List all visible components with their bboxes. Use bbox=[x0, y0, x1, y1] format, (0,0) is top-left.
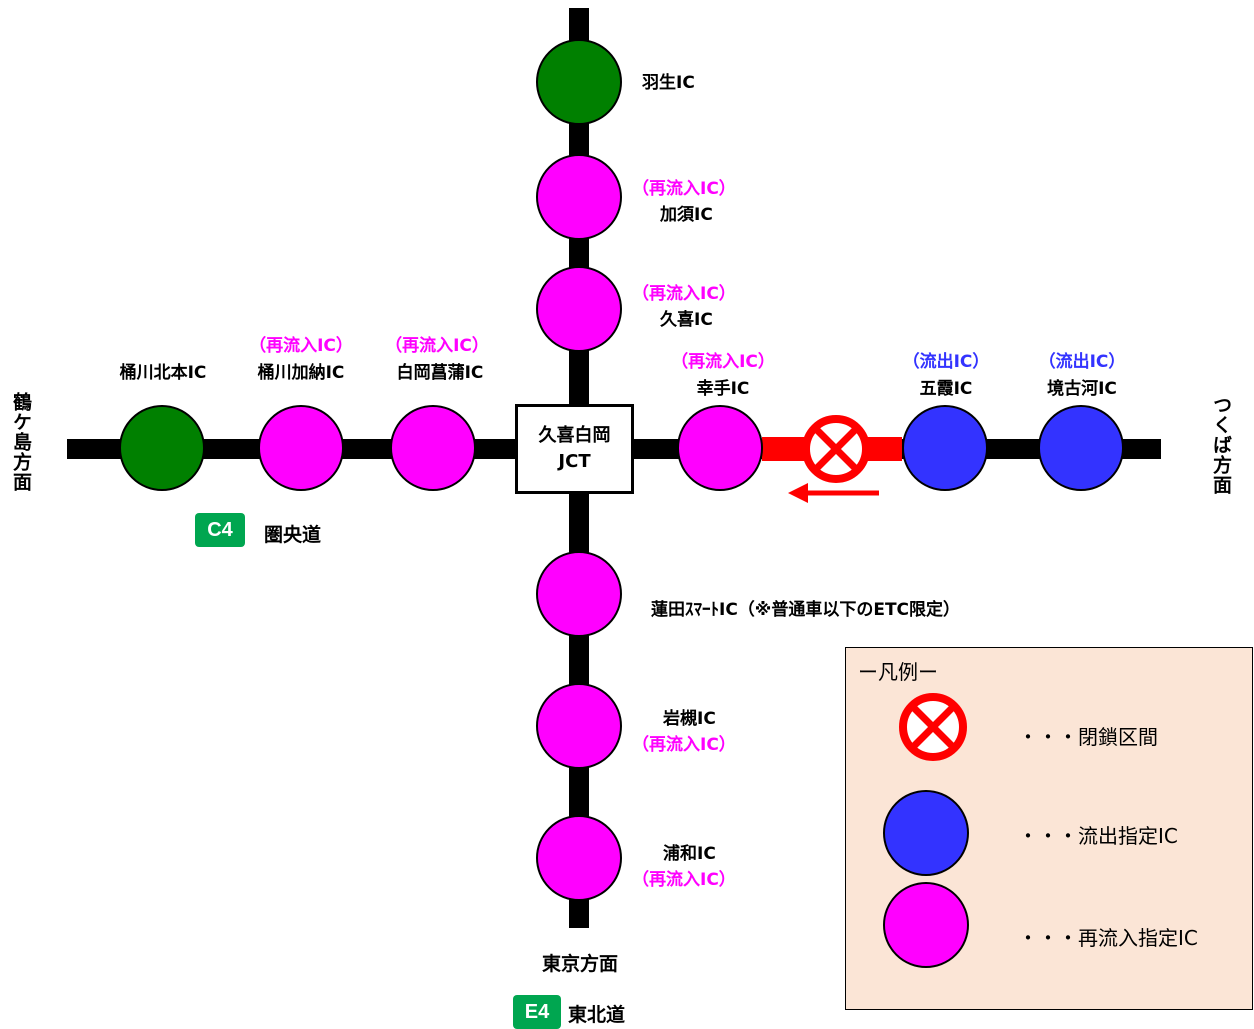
label-kuki-ic: 久喜IC bbox=[660, 310, 713, 330]
node-sakai-koga-ic bbox=[1038, 405, 1124, 491]
node-shiraoka-shobu-ic bbox=[390, 405, 476, 491]
legend-closed-label: ・・・閉鎖区間 bbox=[1018, 725, 1158, 749]
direction-tsukuba: つくば方面 bbox=[1210, 395, 1232, 495]
tag-iwatsuki-ic: （再流入IC） bbox=[632, 735, 736, 755]
legend-exit-label: ・・・流出指定IC bbox=[1018, 824, 1178, 848]
legend-closed-section-icon bbox=[899, 693, 967, 761]
node-okegawa-kano-ic bbox=[258, 405, 344, 491]
label-okegawa-kitamoto-ic: 桶川北本IC bbox=[119, 363, 207, 383]
legend-reentry-label: ・・・再流入指定IC bbox=[1018, 926, 1198, 950]
legend-box: ー凡例ー ・・・閉鎖区間 ・・・流出指定IC ・・・再流入指定IC bbox=[845, 647, 1253, 1010]
node-satte-ic bbox=[677, 405, 763, 491]
tag-shiraoka-shobu-ic: （再流入IC） bbox=[385, 336, 489, 356]
tag-satte-ic: （再流入IC） bbox=[671, 352, 775, 372]
jct-name: 久喜白岡 bbox=[538, 425, 611, 446]
node-hasuda-smart-ic bbox=[536, 551, 622, 637]
route-name-tohoku-do: 東北道 bbox=[568, 1004, 626, 1026]
label-satte-ic: 幸手IC bbox=[696, 379, 750, 399]
legend-title: ー凡例ー bbox=[858, 660, 938, 684]
jct-suffix: JCT bbox=[558, 451, 591, 472]
node-kuki-ic bbox=[536, 266, 622, 352]
legend-reentry-ic-circle bbox=[883, 882, 969, 968]
node-iwatsuki-ic bbox=[536, 683, 622, 769]
direction-tokyo: 東京方面 bbox=[541, 953, 619, 975]
closed-section-icon bbox=[802, 415, 870, 483]
node-goka-ic bbox=[902, 405, 988, 491]
direction-tsurugashima: 鶴ケ島方面 bbox=[10, 392, 32, 492]
tag-okegawa-kano-ic: （再流入IC） bbox=[249, 336, 353, 356]
tag-urawa-ic: （再流入IC） bbox=[632, 870, 736, 890]
route-name-ken-o-do: 圏央道 bbox=[264, 524, 322, 546]
node-hanyu-ic bbox=[536, 39, 622, 125]
label-iwatsuki-ic: 岩槻IC bbox=[663, 709, 716, 729]
label-okegawa-kano-ic: 桶川加納IC bbox=[257, 363, 345, 383]
legend-exit-ic-circle bbox=[883, 790, 969, 876]
tag-sakai-koga-ic: （流出IC） bbox=[1038, 352, 1126, 372]
tag-kuki-ic: （再流入IC） bbox=[632, 284, 736, 304]
label-hanyu-ic: 羽生IC bbox=[642, 73, 695, 93]
label-urawa-ic: 浦和IC bbox=[663, 844, 716, 864]
tag-goka-ic: （流出IC） bbox=[902, 352, 990, 372]
node-okegawa-kitamoto-ic bbox=[119, 405, 205, 491]
node-kazo-ic bbox=[536, 154, 622, 240]
route-badge-c4: C4 bbox=[195, 513, 245, 547]
label-shiraoka-shobu-ic: 白岡菖蒲IC bbox=[396, 363, 484, 383]
node-urawa-ic bbox=[536, 815, 622, 901]
traffic-direction-arrow-icon bbox=[788, 483, 879, 503]
label-sakai-koga-ic: 境古河IC bbox=[1047, 379, 1117, 399]
label-kazo-ic: 加須IC bbox=[660, 205, 713, 225]
label-hasuda-smart-ic: 蓮田ｽﾏｰﾄIC（※普通車以下のETC限定） bbox=[651, 600, 961, 620]
tag-kazo-ic: （再流入IC） bbox=[632, 179, 736, 199]
route-badge-e4: E4 bbox=[513, 995, 561, 1029]
label-goka-ic: 五霞IC bbox=[919, 379, 973, 399]
kuki-shiraoka-jct: 久喜白岡 JCT bbox=[515, 404, 634, 494]
